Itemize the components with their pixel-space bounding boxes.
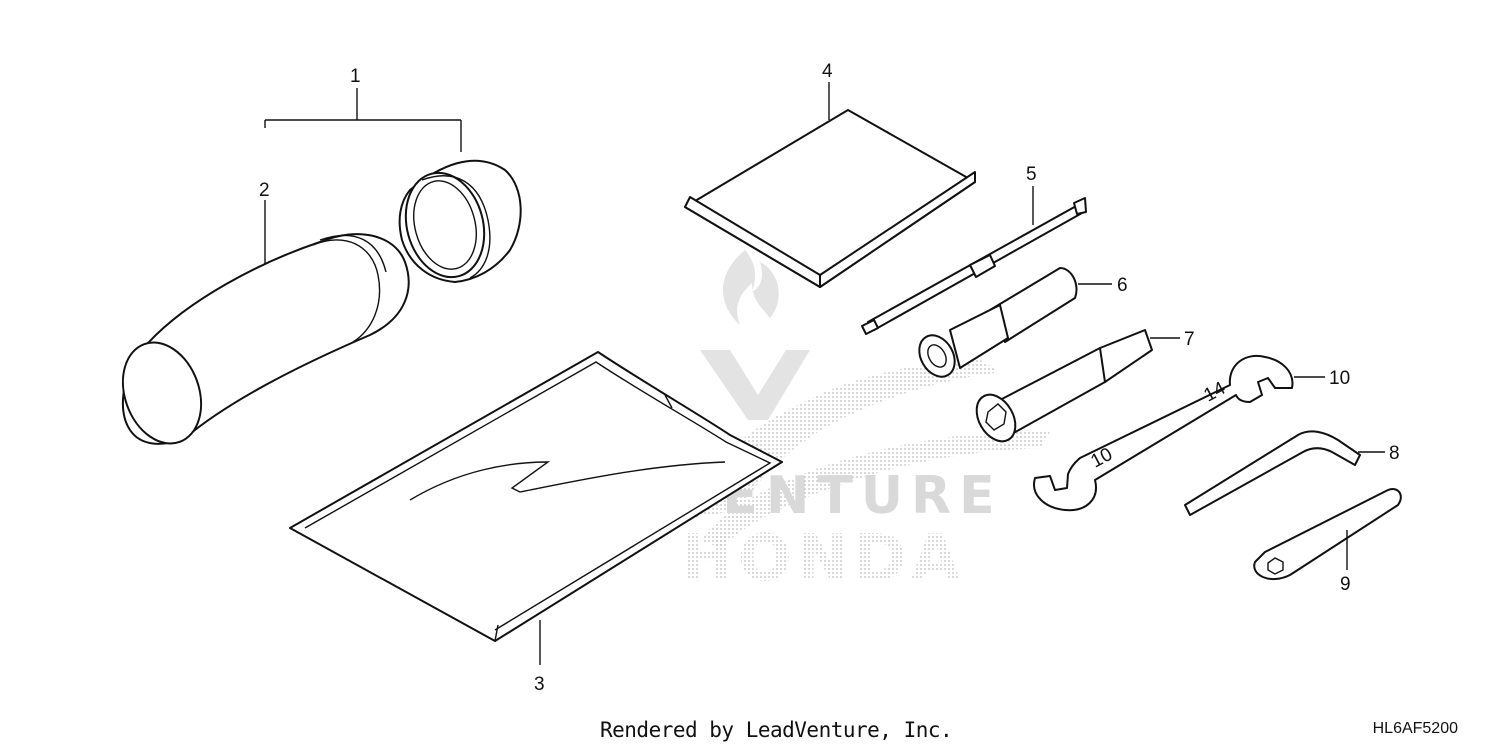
diagram-code: HL6AF5200	[1372, 720, 1458, 737]
watermark-flame-logo	[700, 250, 810, 420]
screwdriver	[861, 197, 1087, 335]
callout-3: 3	[534, 674, 545, 695]
callout-1: 1	[350, 66, 361, 87]
spark-plug-wrench	[918, 267, 1078, 378]
tool-case-cap	[398, 159, 522, 283]
callout-2: 2	[259, 180, 270, 201]
callout-8: 8	[1389, 443, 1400, 464]
callout-10: 10	[1329, 368, 1350, 389]
plug-socket-extension	[975, 329, 1153, 443]
tool-case-tube	[121, 233, 410, 445]
callout-4: 4	[822, 61, 833, 82]
callout-7: 7	[1184, 329, 1195, 350]
owners-manual	[684, 109, 976, 288]
callout-numbers: 1 2 3 4 5 6 7 8 9 10	[259, 61, 1400, 695]
watermark-wing-logo	[680, 360, 1050, 548]
callout-6: 6	[1117, 275, 1128, 296]
document-bag	[289, 351, 783, 642]
rendered-by-credit: Rendered by LeadVenture, Inc.	[600, 718, 953, 742]
leader-lines	[264, 82, 1385, 665]
pin-spanner	[1253, 488, 1402, 581]
callout-5: 5	[1026, 164, 1037, 185]
callout-9: 9	[1340, 574, 1351, 595]
hex-key	[1184, 430, 1361, 516]
watermark-maker: HONDA	[680, 522, 964, 596]
